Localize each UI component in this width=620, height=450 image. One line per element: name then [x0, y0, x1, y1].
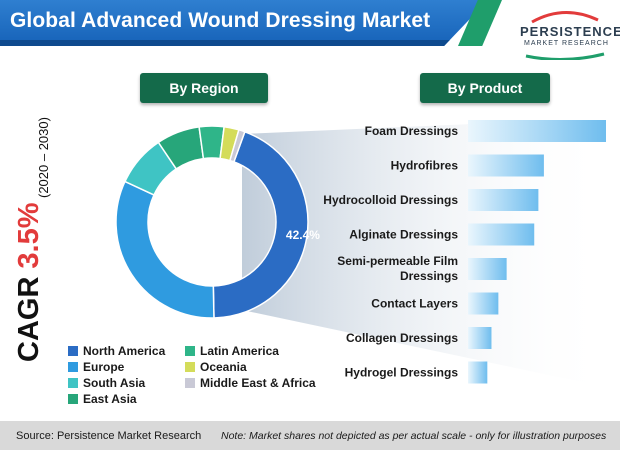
legend-label: North America — [83, 344, 166, 358]
legend-swatch — [185, 378, 195, 388]
legend-swatch — [185, 346, 195, 356]
legend-label: South Asia — [83, 376, 146, 390]
bar-label-hydrocolloid-dressings: Hydrocolloid Dressings — [323, 193, 458, 207]
logo-swoosh-icon — [525, 10, 605, 60]
donut-data-label: 42.4% — [286, 228, 320, 242]
funnel-highlight — [242, 118, 610, 388]
bar-label-contact-layers: Contact Layers — [371, 297, 458, 311]
title-banner-stripe — [0, 40, 488, 46]
source-text: Source: Persistence Market Research — [16, 430, 202, 442]
bar-contact-layers — [468, 292, 499, 315]
legend-swatch — [68, 362, 78, 372]
donut-slice-europe — [115, 180, 215, 319]
bar-label-hydrofibres: Hydrofibres — [391, 159, 459, 173]
legend-label: Latin America — [200, 344, 279, 358]
persistence-logo: PERSISTENCE MARKET RESEARCH — [512, 6, 620, 60]
by-region-heading: By Region — [140, 73, 268, 103]
title-banner — [0, 0, 488, 46]
logo-line-1: PERSISTENCE — [520, 24, 620, 39]
legend-label: Middle East & Africa — [200, 376, 316, 390]
region-donut: 42.4% — [115, 125, 320, 319]
donut-slice-middle-east-and-africa — [228, 128, 246, 163]
logo-line-2: MARKET RESEARCH — [524, 40, 609, 47]
bar-hydrocolloid-dressings — [468, 189, 539, 211]
bar-label-hydrogel-dressings: Hydrogel Dressings — [345, 366, 459, 380]
legend-swatch — [185, 362, 195, 372]
note-text: Note: Market shares not depicted as per … — [221, 430, 607, 442]
legend-label: East Asia — [83, 392, 137, 406]
legend-swatch — [68, 346, 78, 356]
cagr-word: CAGR — [13, 277, 45, 362]
by-product-heading: By Product — [420, 73, 550, 103]
cagr-block: CAGR 3.5% (2020 – 2030) — [13, 117, 51, 362]
bar-hydrogel-dressings — [468, 361, 488, 384]
cagr-period: (2020 – 2030) — [36, 117, 51, 198]
cagr-value: 3.5% — [13, 202, 45, 268]
footer: Source: Persistence Market Research Note… — [0, 421, 620, 450]
bar-label-alginate-dressings: Alginate Dressings — [349, 228, 458, 242]
legend-swatch — [68, 378, 78, 388]
cagr-label: CAGR 3.5% — [13, 202, 45, 362]
legend-label: Europe — [83, 360, 125, 374]
legend-label: Oceania — [200, 360, 247, 374]
bar-label-collagen-dressings: Collagen Dressings — [346, 331, 458, 345]
donut-slice-north-america — [212, 130, 309, 319]
bar-foam-dressings — [468, 120, 606, 142]
bar-label-foam-dressings: Foam Dressings — [365, 124, 459, 138]
bar-collagen-dressings — [468, 327, 492, 349]
legend-swatch — [68, 394, 78, 404]
page-title: Global Advanced Wound Dressing Market — [10, 9, 431, 32]
bar-alginate-dressings — [468, 223, 535, 246]
bar-semi-permeable-film-dressings — [468, 258, 507, 280]
bar-hydrofibres — [468, 154, 544, 177]
